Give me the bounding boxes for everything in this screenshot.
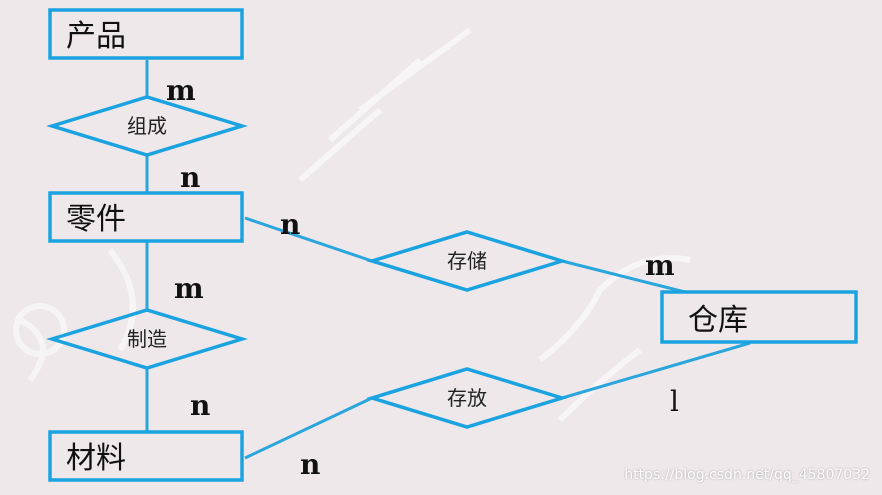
cardinality-material-store: n [300, 448, 320, 481]
line-part-store [244, 216, 373, 263]
entity-part-label: 零件 [66, 202, 126, 237]
entity-product: 产品 [48, 8, 244, 60]
relationship-manufacture: 制造 [46, 308, 248, 370]
entity-warehouse: 仓库 [660, 290, 858, 344]
relationship-manufacture-label: 制造 [127, 327, 167, 351]
cardinality-store-warehouse2: l [670, 385, 679, 418]
relationship-compose: 组成 [46, 95, 248, 157]
relationship-store-material: 存放 [366, 367, 568, 429]
cardinality-manufacture-material: n [190, 389, 210, 422]
cardinality-product-compose: m [166, 74, 196, 107]
entity-material: 材料 [48, 430, 244, 482]
cardinality-part-store: n [280, 208, 300, 241]
relationship-store-part: 存储 [366, 230, 568, 292]
entity-product-label: 产品 [66, 19, 126, 54]
connector-lines [145, 60, 751, 460]
relationship-store-part-label: 存储 [447, 249, 487, 273]
entity-material-label: 材料 [66, 441, 126, 476]
entity-part: 零件 [48, 191, 244, 243]
watermark-logo [13, 27, 691, 423]
line-material-store [244, 396, 373, 460]
cardinality-store-warehouse: m [645, 249, 675, 282]
relationship-store-material-label: 存放 [447, 386, 487, 410]
cardinality-part-manufacture: m [174, 272, 204, 305]
watermark-url: https://blog.csdn.net/qq_45807032 [624, 467, 870, 483]
relationship-compose-label: 组成 [127, 114, 167, 138]
cardinality-compose-part: n [180, 161, 200, 194]
entity-warehouse-label: 仓库 [688, 303, 748, 338]
line-store-warehouse [561, 259, 686, 294]
line-store-warehouse2 [561, 341, 751, 400]
